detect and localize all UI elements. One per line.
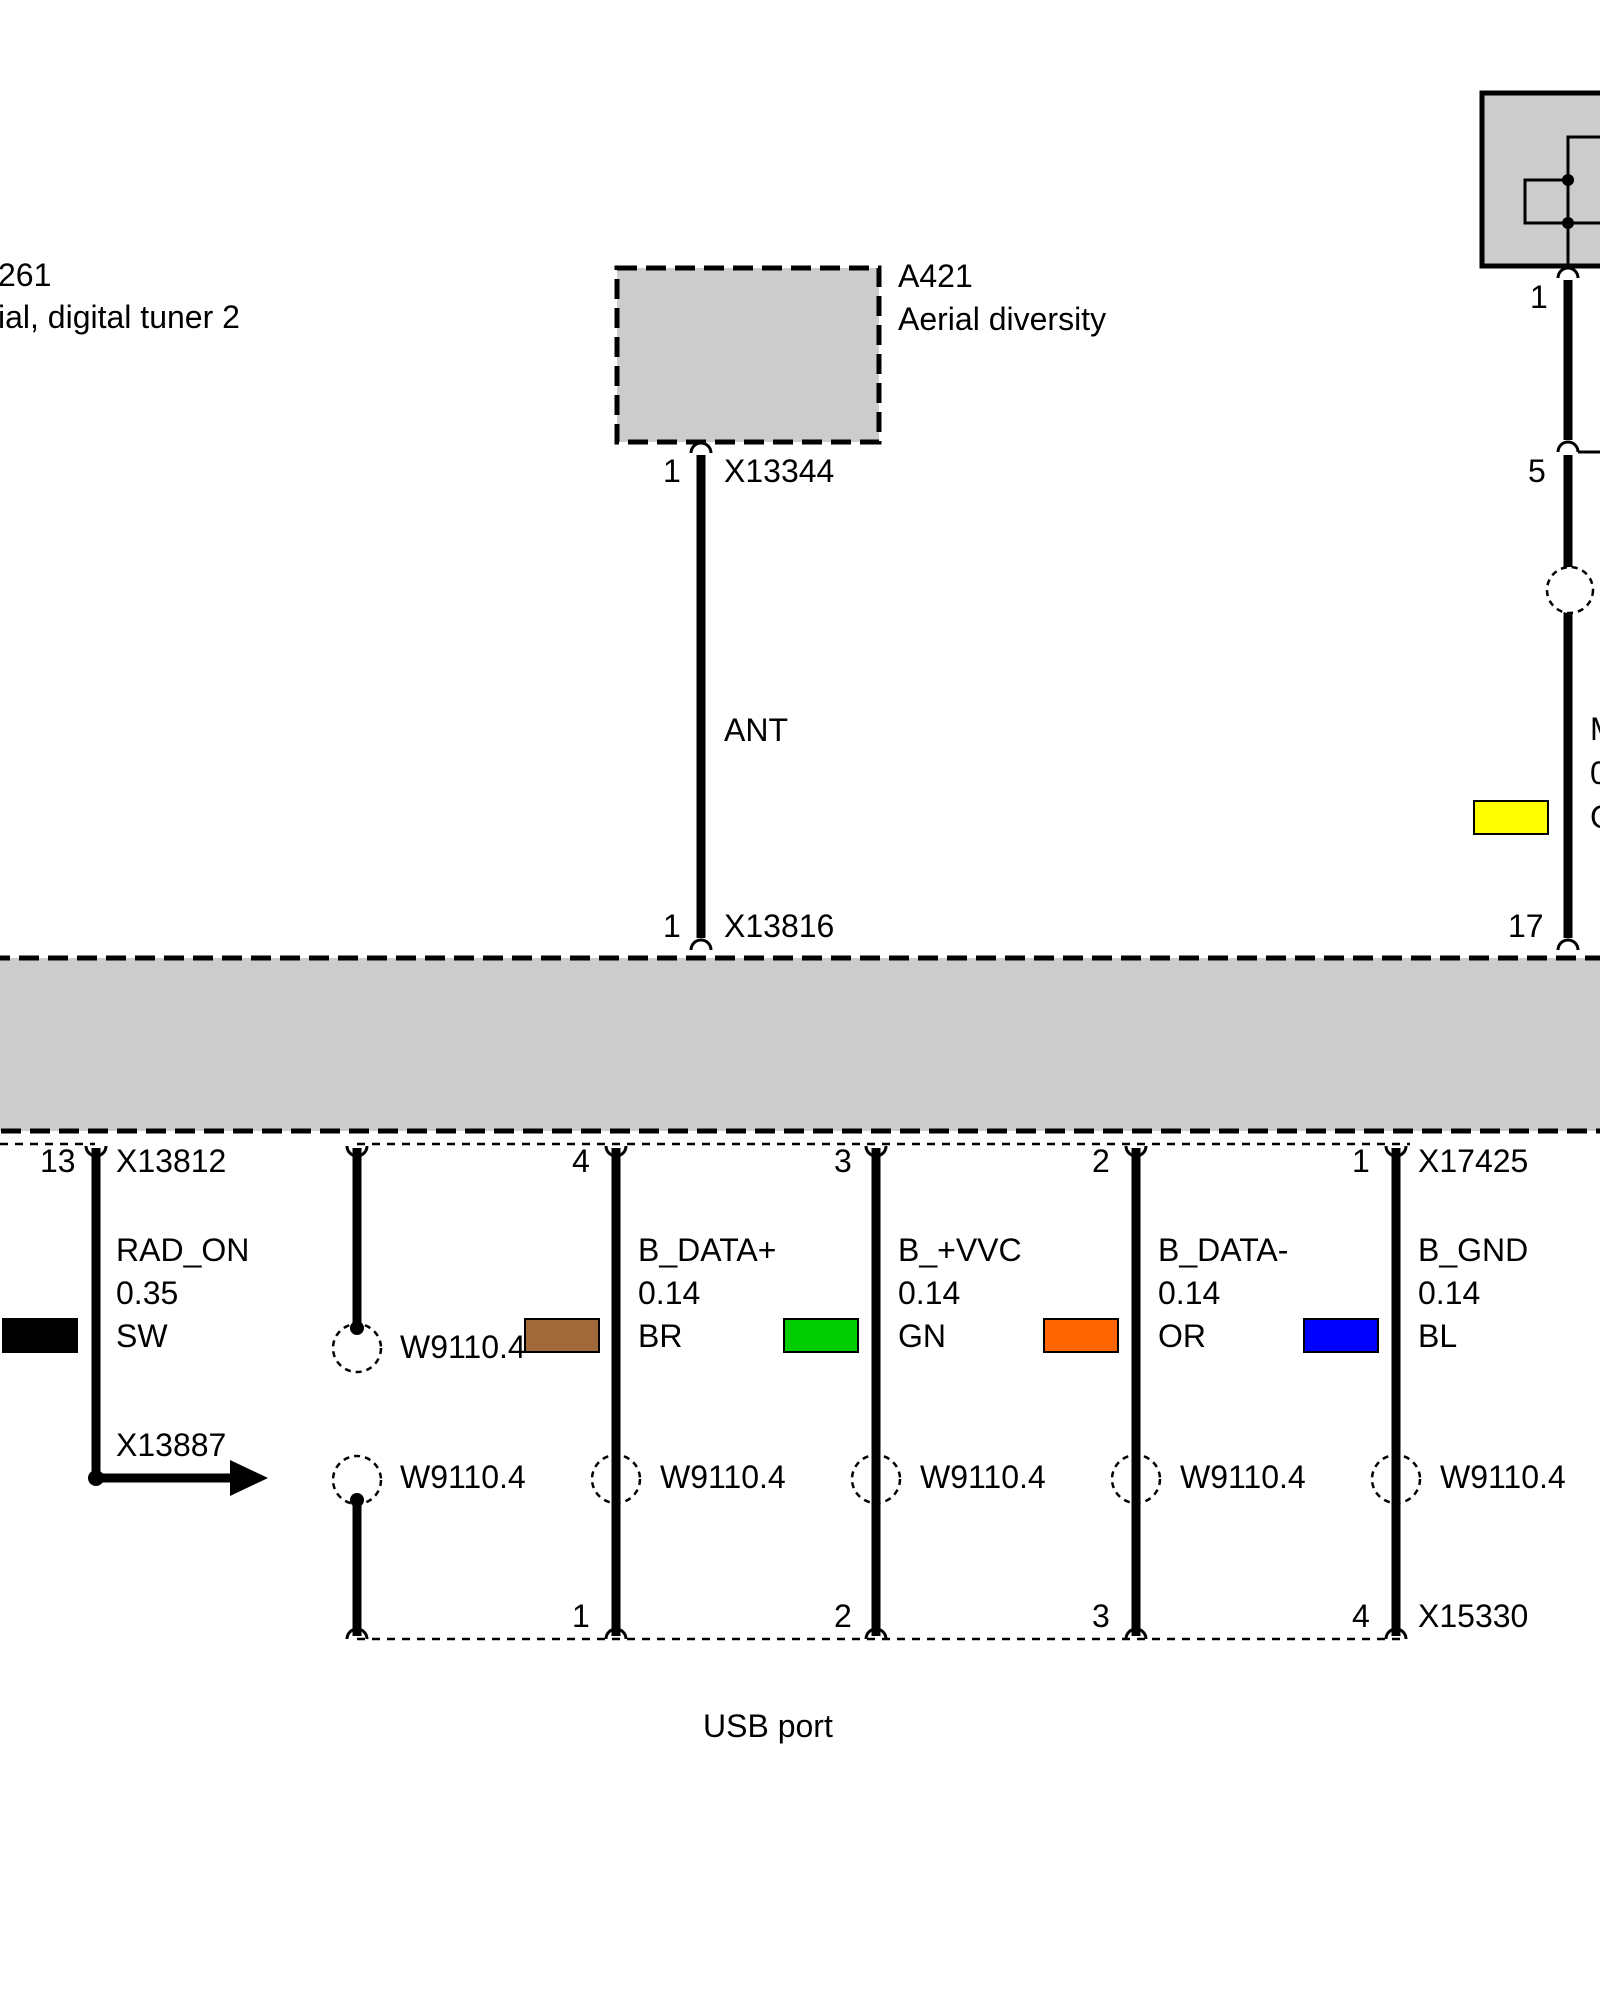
rad-on-size: 0.35 [116,1275,178,1311]
x15330-pin: 2 [834,1598,852,1634]
bvvc-color: GN [898,1318,946,1354]
a261-name: ial, digital tuner 2 [0,299,240,335]
right-module-switch [1523,178,1568,225]
rad-on-color: SW [116,1318,168,1354]
x13887-label: X13887 [116,1427,226,1463]
x17425-pin: 2 [1092,1143,1110,1179]
rad-on-swatch [2,1318,78,1353]
a421-module[interactable] [614,265,882,445]
x13344-label: X13344 [724,453,834,489]
main-module[interactable] [0,955,1600,1134]
bgnd-signal: B_GND [1418,1232,1528,1268]
bvvc-bottom-terminal [864,1627,888,1640]
shield-label: W9110.4 [1440,1459,1566,1495]
bdata-plus-bottom-terminal [604,1627,628,1640]
x15330-pin: 1 [572,1598,590,1634]
right-top-terminal [1556,266,1580,279]
right-wire-signal: M [1590,711,1600,747]
bdata-minus-bottom-terminal [1124,1627,1148,1640]
x17425-pin: 3 [834,1143,852,1179]
bdata-plus-signal: B_DATA+ [638,1232,776,1268]
x15330-label: X15330 [1418,1598,1528,1634]
right-pin17-terminal [1556,938,1580,951]
a261-id: 261 [0,257,51,293]
a421-id: A421 [898,258,973,294]
bdata-minus-swatch [1043,1318,1119,1353]
bdata-plus-swatch [524,1318,600,1353]
x13344-terminal [689,441,713,454]
x17425-pin: 4 [572,1143,590,1179]
right-top-pin: 1 [1530,279,1548,315]
right-wire-swatch [1473,800,1549,835]
shield-label: W9110.4 [660,1459,786,1495]
x17425-pin: 1 [1352,1143,1370,1179]
bgnd-color: BL [1418,1318,1457,1354]
x17425-label: X17425 [1418,1143,1528,1179]
right-module-node [1562,174,1574,186]
shield-label: W9110.4 [400,1459,526,1495]
shield-top-label: W9110.4 [400,1329,526,1365]
x13816-label: X13816 [724,908,834,944]
right-pin5-terminal [1556,440,1580,453]
bdata-minus-size: 0.14 [1158,1275,1220,1311]
x13812-pin: 13 [40,1143,76,1179]
x13887-arrow-icon[interactable] [230,1460,268,1496]
bgnd-size: 0.14 [1418,1275,1480,1311]
bdata-plus-size: 0.14 [638,1275,700,1311]
ant-signal: ANT [724,712,788,748]
right-wire-size: 0 [1590,755,1600,791]
right-pin17: 17 [1508,908,1544,944]
x13344-pin: 1 [663,453,681,489]
bgnd-bottom-terminal [1384,1627,1408,1640]
right-shield-ring [1545,565,1595,615]
x15330-pin: 4 [1352,1598,1370,1634]
bdata-minus-signal: B_DATA- [1158,1232,1288,1268]
right-wire-color: G [1590,799,1600,835]
x13812-label: X13812 [116,1143,226,1179]
rad-on-signal: RAD_ON [116,1232,249,1268]
x13816-pin: 1 [663,908,681,944]
bdata-minus-color: OR [1158,1318,1206,1354]
shield-bottom-terminal [345,1627,369,1640]
bvvc-size: 0.14 [898,1275,960,1311]
shield-label: W9110.4 [1180,1459,1306,1495]
x13816-terminal [689,938,713,951]
usb-port-name: USB port [703,1708,833,1744]
bgnd-swatch [1303,1318,1379,1353]
right-pin5: 5 [1528,453,1546,489]
bdata-plus-color: BR [638,1318,682,1354]
bvvc-swatch [783,1318,859,1353]
bvvc-signal: B_+VVC [898,1232,1022,1268]
shield-label: W9110.4 [920,1459,1046,1495]
a421-name: Aerial diversity [898,301,1106,337]
x15330-pin: 3 [1092,1598,1110,1634]
shield-upper-node [350,1321,364,1335]
